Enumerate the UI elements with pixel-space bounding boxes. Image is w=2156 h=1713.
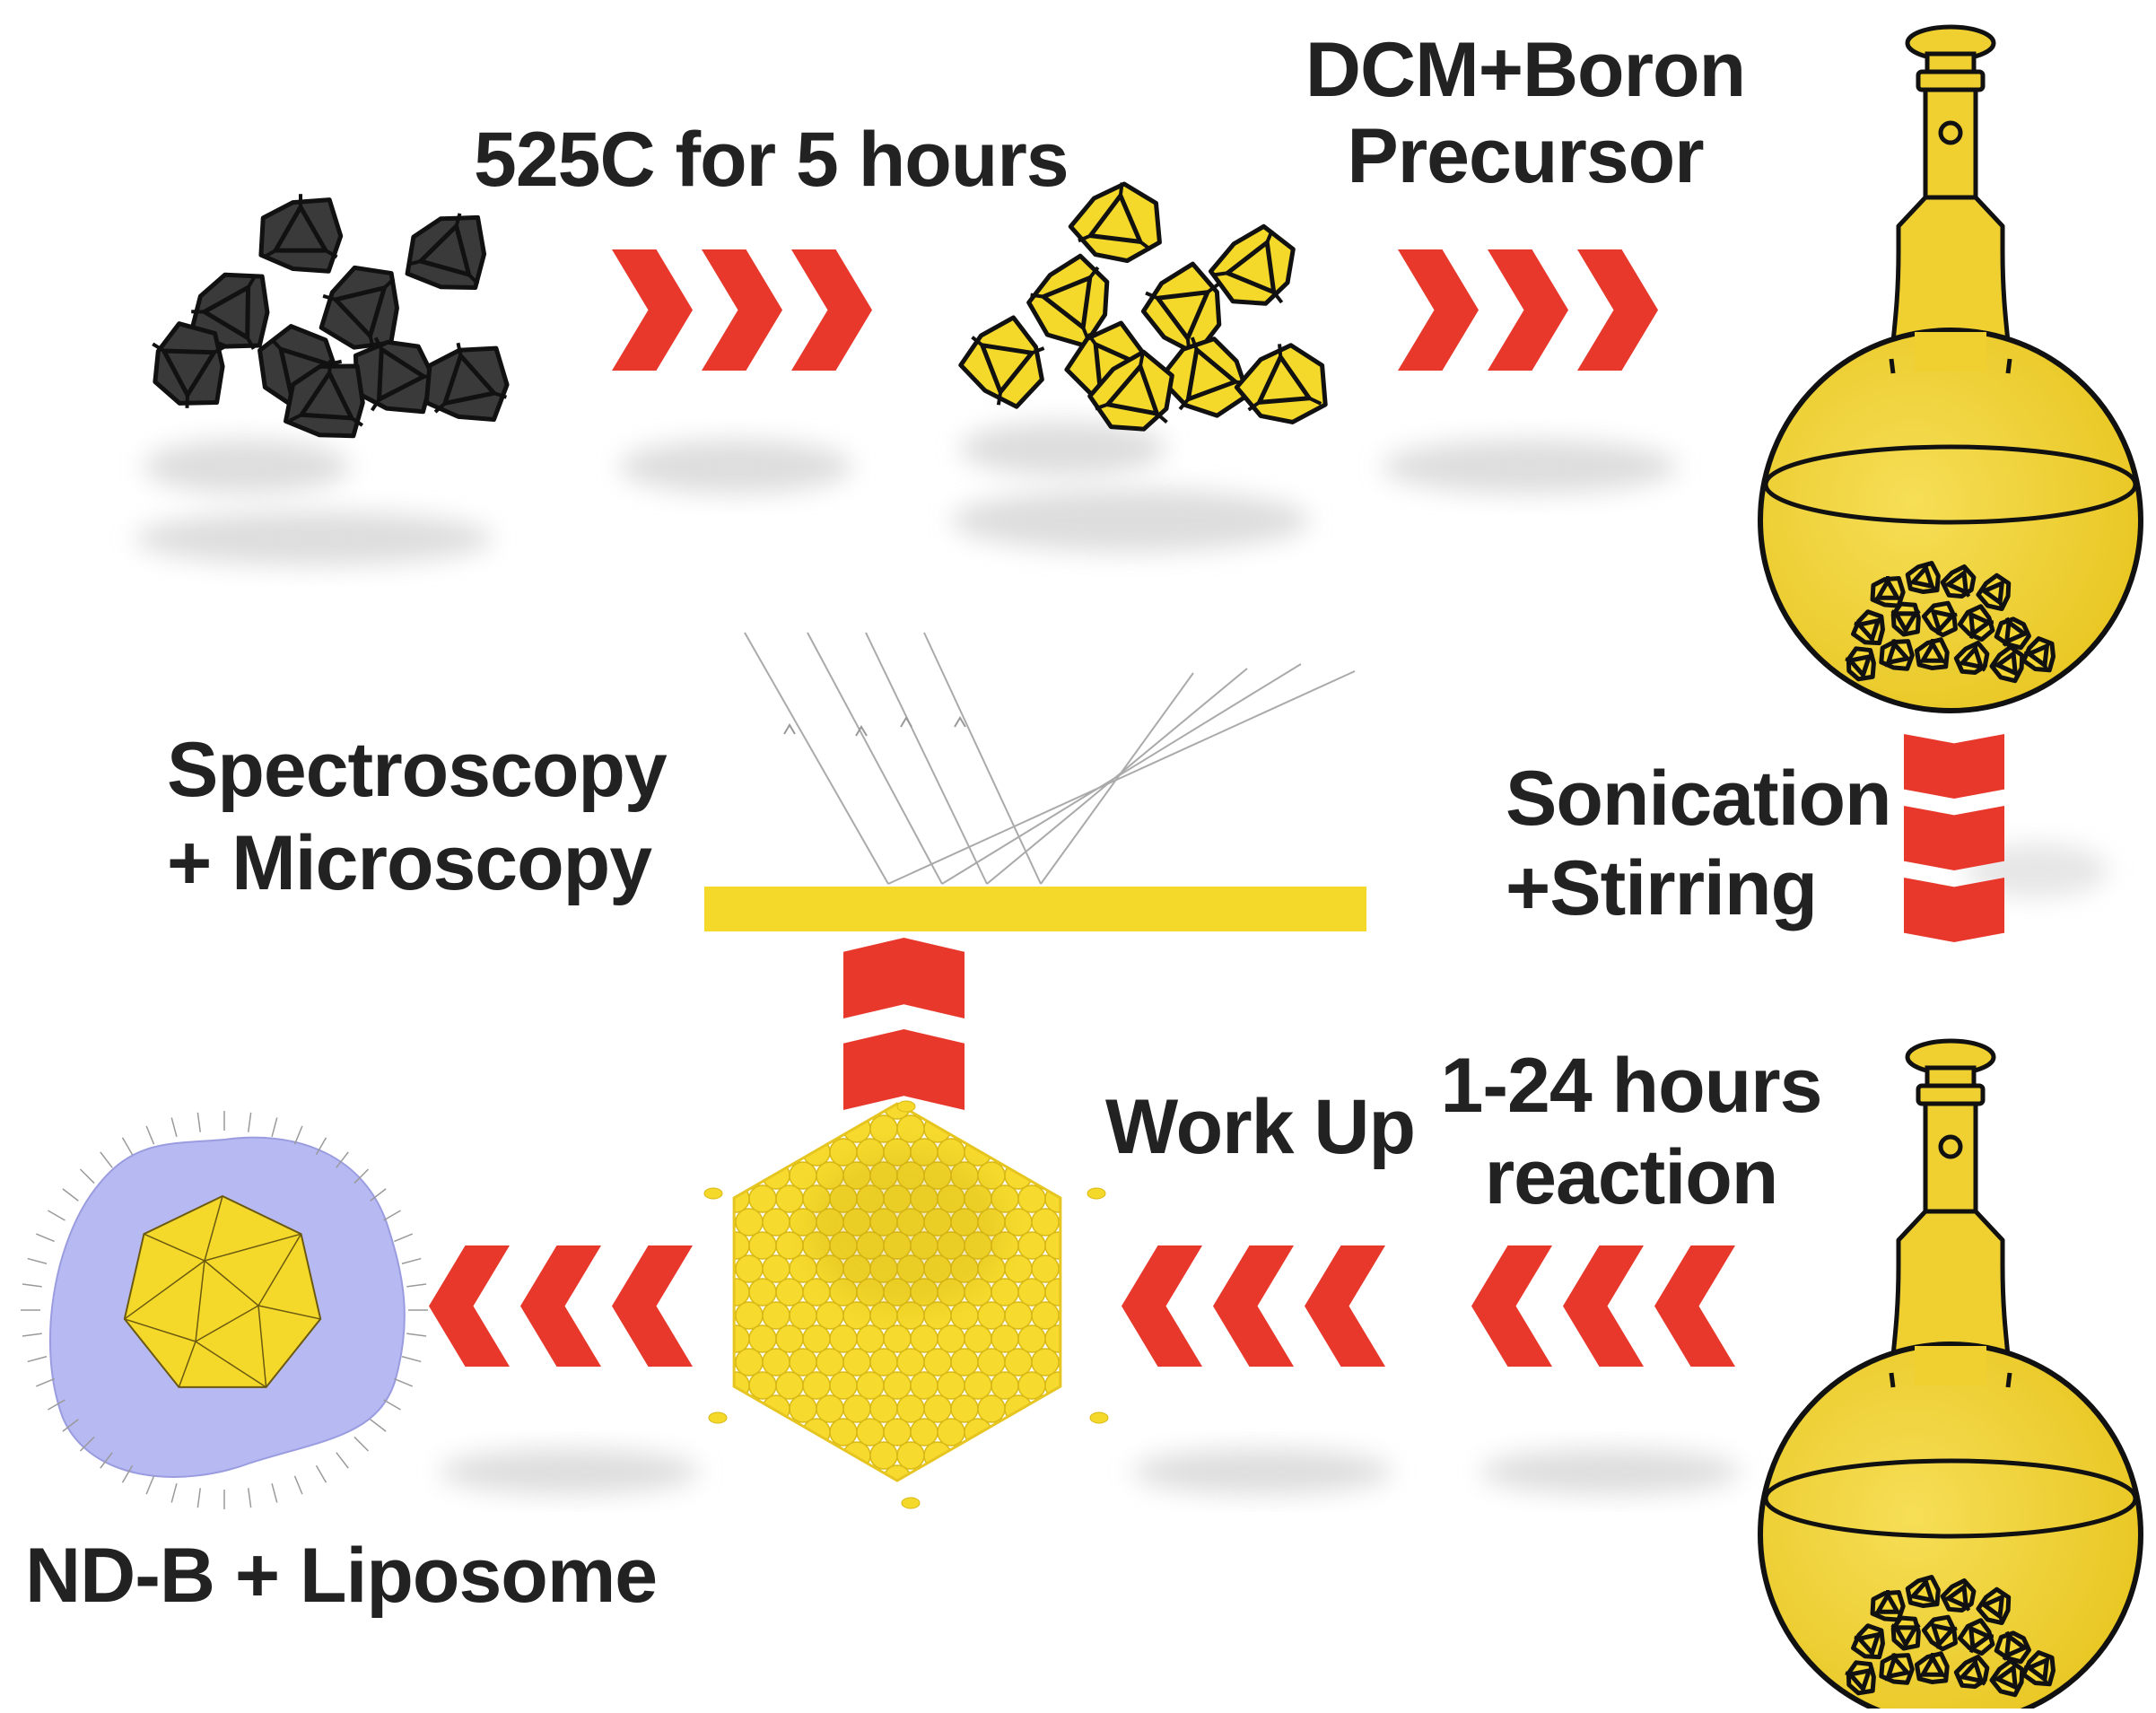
chevron-arrow-icon <box>1904 734 2004 799</box>
chevron-arrow-icon <box>1904 806 2004 870</box>
nanodiamond-particle-icon <box>407 214 484 288</box>
round-flask-icon-1 <box>1760 27 2141 711</box>
nanodiamond-particle-icon <box>1891 1618 1919 1649</box>
chevron-arrow-icon <box>612 249 693 371</box>
chevron-arrow-icon <box>520 1245 601 1367</box>
chevron-arrow-icon <box>843 1029 965 1110</box>
light-rays-icon <box>745 633 1355 884</box>
chevron-arrow-icon <box>1577 249 1658 371</box>
label-stirring: +Stirring <box>1506 843 1817 933</box>
dark-nanodiamond-cluster-icon <box>153 194 507 435</box>
label-spectroscopy: Spectroscopy <box>167 725 667 815</box>
chevron-arrow-icon <box>1213 1245 1294 1367</box>
yellow-nanodiamond-cluster-icon <box>961 183 1325 430</box>
arrow-liposome-assembly <box>429 1245 693 1367</box>
chevron-arrow-icon <box>1488 249 1568 371</box>
nanodiamond-particle-icon <box>1211 226 1294 303</box>
chevron-arrow-icon <box>1398 249 1479 371</box>
chevron-arrow-icon <box>612 1245 693 1367</box>
nanodiamond-particle-icon <box>1236 344 1325 422</box>
label-reaction-time: 1-24 hours <box>1425 1041 1837 1131</box>
arrow-heating <box>612 249 872 371</box>
nanodiamond-particle-icon <box>261 194 341 271</box>
arrow-sonication <box>1904 734 2004 942</box>
chevron-arrow-icon <box>843 938 965 1018</box>
chevron-arrow-icon <box>1904 878 2004 942</box>
chevron-arrow-icon <box>429 1245 510 1367</box>
chevron-arrow-icon <box>791 249 872 371</box>
nanodiamond-particle-icon <box>1070 183 1159 261</box>
label-sonication: Sonication <box>1506 754 1891 843</box>
nanodiamond-particle-icon <box>426 343 507 419</box>
nanodiamond-particle-icon <box>1881 639 1913 669</box>
label-microscopy: + Microscopy <box>167 818 651 908</box>
arrow-reaction <box>1471 1245 1735 1367</box>
arrow-work-up <box>1122 1245 1385 1367</box>
nanodiamond-particle-icon <box>961 318 1044 406</box>
arrow-add-precursor <box>1398 249 1658 371</box>
nanodiamond-particle-icon <box>1881 1653 1913 1682</box>
nanodiamond-particle-icon <box>1891 604 1919 635</box>
arrow-characterization <box>843 938 965 1110</box>
label-dcm-boron: DCM+Boron <box>1292 25 1759 115</box>
label-product: ND-B + Liposome <box>25 1531 657 1621</box>
liposome-nanodiamond-icon <box>21 1111 428 1509</box>
nanodiamond-particle-icon <box>1029 256 1107 345</box>
chevron-arrow-icon <box>1471 1245 1552 1367</box>
nanodiamond-particle-icon <box>321 267 397 348</box>
chevron-arrow-icon <box>1122 1245 1202 1367</box>
chevron-arrow-icon <box>1305 1245 1385 1367</box>
chevron-arrow-icon <box>1654 1245 1735 1367</box>
label-reaction: reaction <box>1425 1132 1837 1222</box>
nanodiamond-particle-icon <box>153 324 225 408</box>
label-heating-step: 525C for 5 hours <box>474 115 1069 205</box>
label-work-up: Work Up <box>1105 1082 1415 1172</box>
reflection-substrate-icon <box>704 633 1366 931</box>
label-precursor: Precursor <box>1292 111 1759 201</box>
chevron-arrow-icon <box>1563 1245 1644 1367</box>
chevron-arrow-icon <box>702 249 782 371</box>
